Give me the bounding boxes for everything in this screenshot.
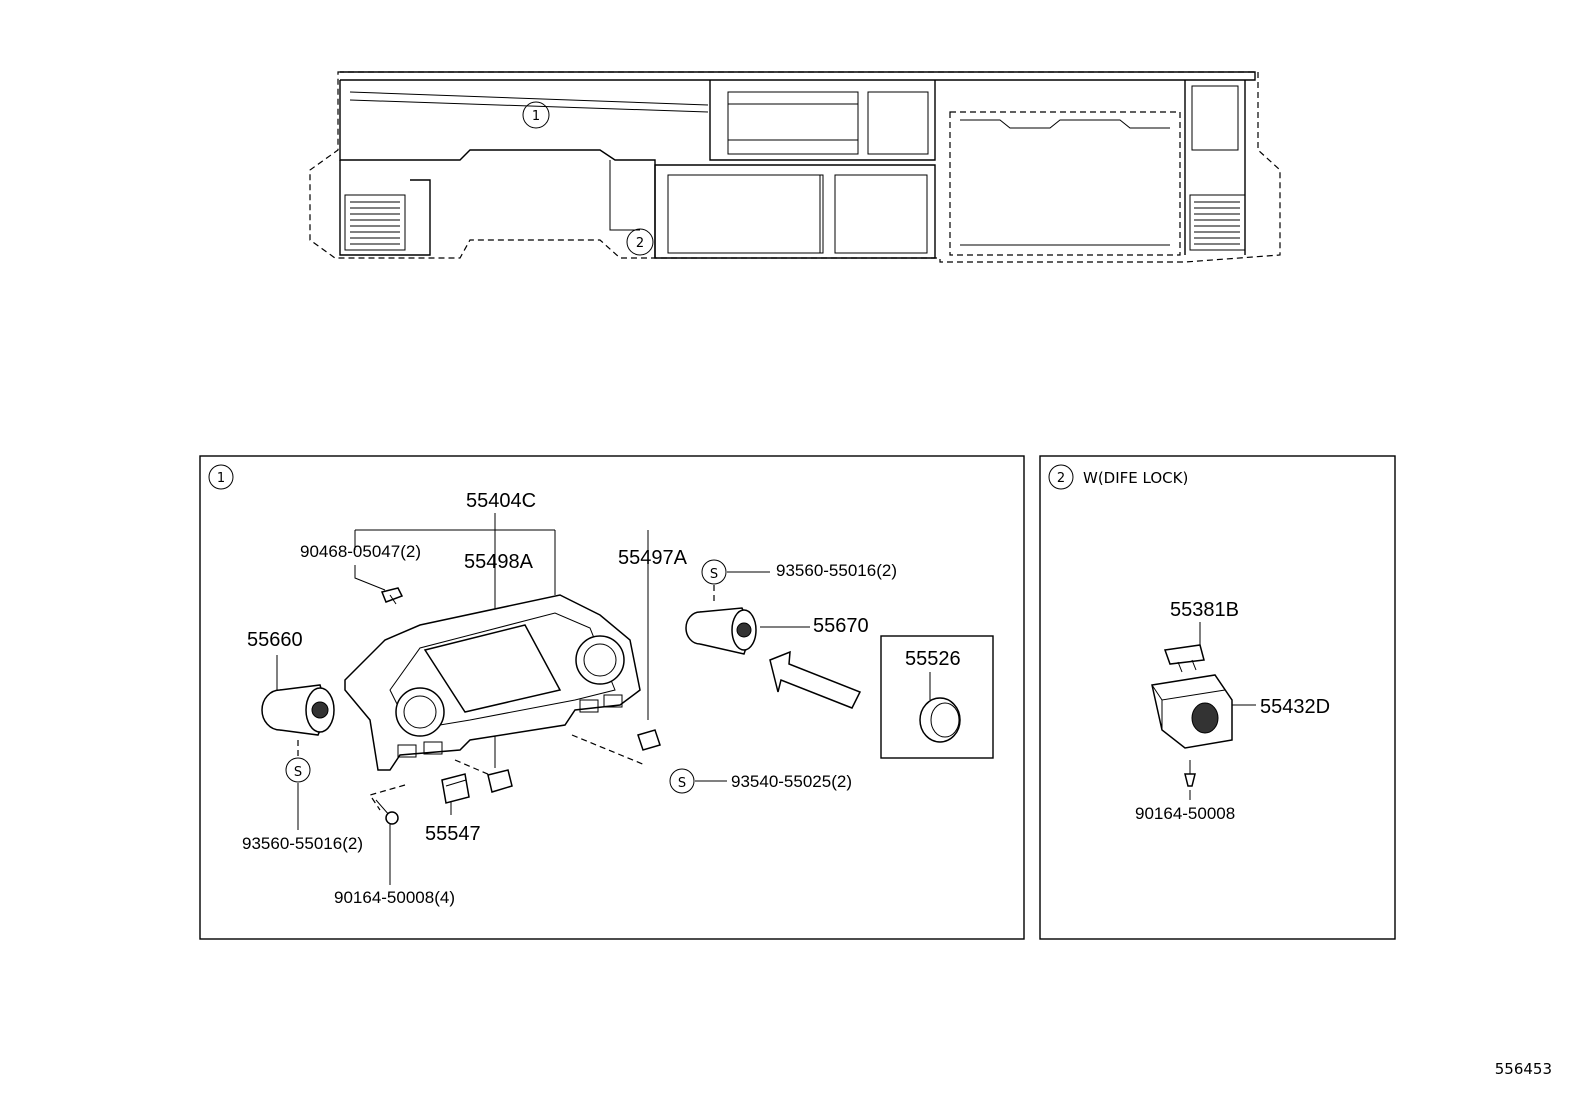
diagram-id: 556453 — [1495, 1060, 1552, 1078]
detail-panel-1: 1 55404C 90468-05047(2) 55498A 55497A 93… — [199, 455, 1025, 940]
part-55497A — [637, 729, 661, 751]
label-55526: 55526 — [905, 648, 961, 670]
part-55432D — [1151, 674, 1233, 749]
svg-text:S: S — [294, 765, 302, 780]
part-55381B — [1163, 644, 1205, 673]
label-90468-05047: 90468-05047(2) — [300, 542, 421, 561]
s-mark-left: S — [285, 757, 311, 783]
label-55498A: 55498A — [464, 551, 534, 573]
svg-text:1: 1 — [217, 471, 225, 486]
panel-2-callout: 2 — [1048, 464, 1074, 490]
right-vent-grille — [1189, 194, 1246, 251]
panel-2-title: W(DIFE LOCK) — [1083, 469, 1188, 487]
svg-text:2: 2 — [1057, 471, 1065, 486]
label-93540-55025: 93540-55025(2) — [731, 772, 852, 791]
svg-text:1: 1 — [532, 109, 540, 124]
inset-55526 — [880, 635, 994, 759]
label-55670: 55670 — [813, 615, 869, 637]
part-55547 — [441, 773, 470, 804]
label-55660: 55660 — [247, 629, 303, 651]
label-55404C: 55404C — [466, 490, 536, 512]
left-vent-grille — [344, 194, 406, 251]
part-55660-vent — [261, 684, 335, 736]
label-55432D: 55432D — [1260, 696, 1330, 718]
svg-text:S: S — [678, 776, 686, 791]
label-55381B: 55381B — [1170, 599, 1239, 621]
s-mark-top: S — [701, 559, 727, 585]
view-direction-arrow — [769, 650, 862, 709]
part-90164-50008-screw-p2 — [1184, 760, 1196, 787]
meter-cluster-bezel — [344, 594, 641, 771]
svg-text:2: 2 — [636, 236, 644, 251]
label-93560-55016-top: 93560-55016(2) — [776, 561, 897, 580]
panel-1-callout: 1 — [208, 464, 234, 490]
svg-text:S: S — [710, 567, 718, 582]
label-55497A: 55497A — [618, 547, 688, 569]
part-55498A — [487, 769, 513, 793]
overview-callout-1: 1 — [522, 101, 550, 129]
dashboard-overview: 1 2 — [309, 71, 1281, 263]
overview-callout-2: 2 — [626, 228, 654, 256]
detail-panel-2: 2 W(DIFE LOCK) 55381B 55432D 90164-50008 — [1039, 455, 1396, 940]
s-mark-right: S — [669, 768, 695, 794]
label-90164-50008-p2: 90164-50008 — [1135, 804, 1235, 823]
label-55547: 55547 — [425, 823, 481, 845]
part-90164-50008-screw — [375, 799, 399, 825]
label-93560-55016-bottom: 93560-55016(2) — [242, 834, 363, 853]
part-55670-vent — [685, 607, 757, 655]
part-90468-05047-clip — [380, 587, 404, 605]
label-90164-50008: 90164-50008(4) — [334, 888, 455, 907]
